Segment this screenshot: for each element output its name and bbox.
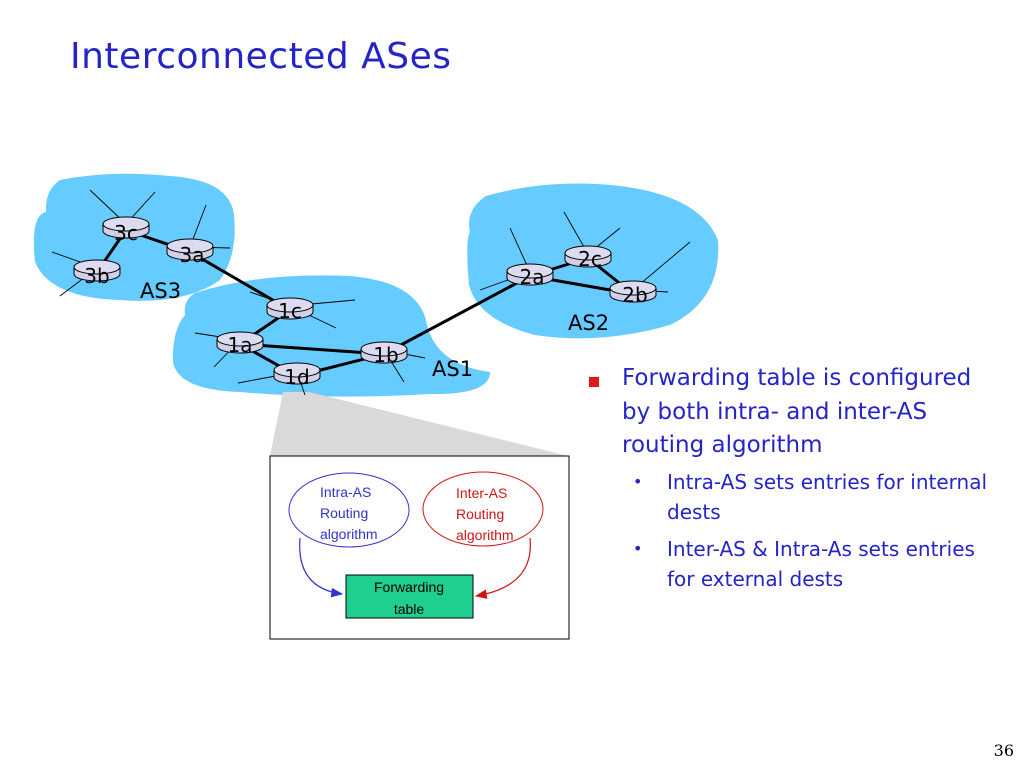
- svg-text:3a: 3a: [180, 243, 205, 267]
- intra-as-line1: Intra-AS: [320, 484, 371, 500]
- sub-bullet-intra-as: • Intra-AS sets entries for internal des…: [586, 467, 996, 527]
- bullet-list: Forwarding table is configured by both i…: [586, 362, 996, 601]
- bullet-dot-icon: •: [633, 471, 643, 491]
- sub-bullet-inter-as: • Inter-AS & Intra-As sets entries for e…: [586, 534, 996, 594]
- router-1d: 1d: [273, 362, 321, 389]
- as2-label: AS2: [568, 311, 609, 335]
- router-1b: 1b: [360, 341, 408, 367]
- svg-text:2a: 2a: [520, 265, 545, 289]
- forwarding-table-box: [345, 574, 474, 619]
- router-2b: 2b: [609, 280, 657, 307]
- router-2c: 2c: [564, 245, 612, 271]
- as3-label: AS3: [140, 279, 181, 303]
- intra-as-line3: algorithm: [320, 526, 378, 542]
- bullet-main-text: Forwarding table is configured by both i…: [622, 365, 972, 458]
- intra-as-line2: Routing: [320, 505, 368, 521]
- svg-text:1b: 1b: [373, 343, 398, 367]
- svg-text:1c: 1c: [278, 299, 302, 323]
- inter-as-routing-ellipse: [422, 471, 544, 547]
- as1-label: AS1: [432, 357, 473, 381]
- intra-as-to-table-arrow: [299, 537, 344, 598]
- svg-text:3c: 3c: [114, 221, 138, 245]
- svg-text:3b: 3b: [84, 264, 109, 288]
- forwarding-table-line2: table: [394, 601, 425, 617]
- router-3a: 3a: [166, 238, 214, 267]
- bullet-dot-icon: •: [633, 538, 643, 558]
- router-2a: 2a: [506, 263, 554, 289]
- slide-title: Interconnected ASes: [70, 36, 452, 77]
- sub-bullet-text: Inter-AS & Intra-As sets entries for ext…: [667, 536, 975, 591]
- router-1a: 1a: [216, 331, 264, 357]
- page-number: 36: [993, 741, 1014, 760]
- forwarding-table-line1: Forwarding: [374, 579, 444, 595]
- sub-bullet-text: Intra-AS sets entries for internal dests: [667, 469, 988, 524]
- inter-as-line2: Routing: [456, 506, 504, 522]
- intra-as-routing-ellipse: [288, 472, 410, 548]
- inter-as-line1: Inter-AS: [456, 485, 507, 501]
- inter-as-line3: algorithm: [456, 527, 514, 543]
- svg-text:1d: 1d: [284, 365, 309, 389]
- inter-as-to-table-arrow: [474, 537, 531, 599]
- svg-text:2b: 2b: [622, 283, 647, 307]
- bullet-square-icon: [589, 377, 599, 387]
- svg-text:2c: 2c: [578, 247, 602, 271]
- bullet-forwarding-table: Forwarding table is configured by both i…: [586, 362, 996, 463]
- sub-bullet-list: • Intra-AS sets entries for internal des…: [586, 467, 996, 594]
- router-1c: 1c: [266, 297, 314, 323]
- as1-cloud: [172, 275, 490, 397]
- svg-text:1a: 1a: [228, 333, 253, 357]
- router-3b: 3b: [73, 259, 121, 288]
- router-3c: 3c: [102, 216, 150, 245]
- zoom-shade: [270, 392, 568, 456]
